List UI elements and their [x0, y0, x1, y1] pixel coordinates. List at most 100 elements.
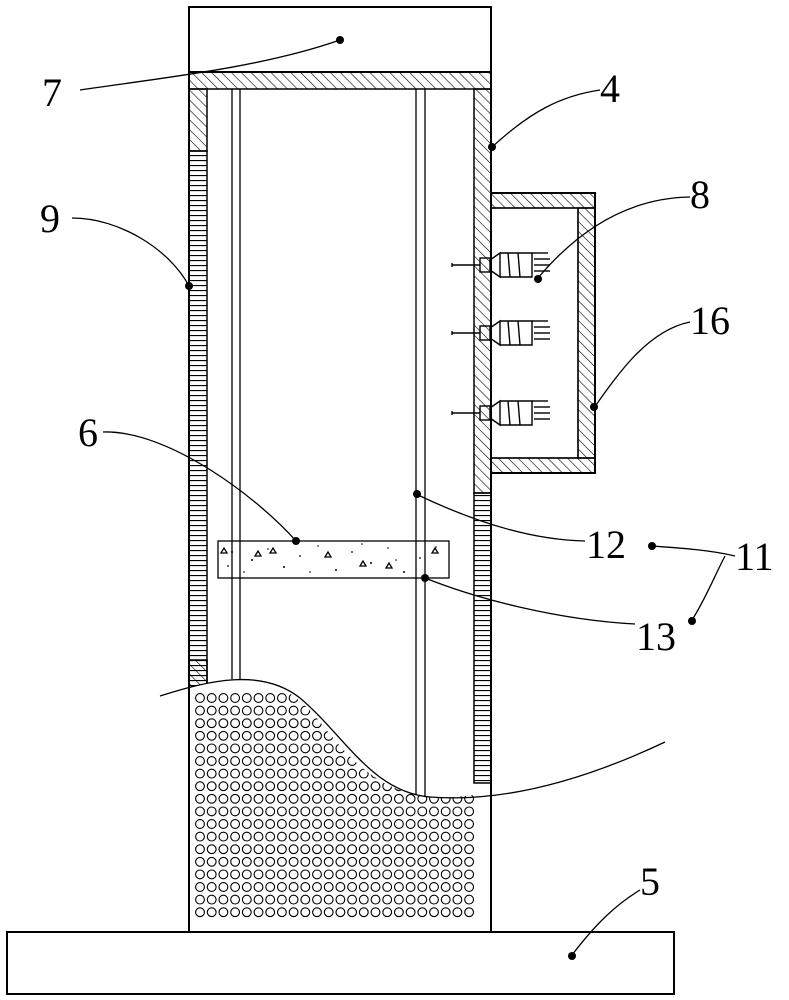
perforation-hole — [206, 819, 217, 829]
perforation-hole — [358, 730, 369, 741]
perforation-hole — [347, 907, 358, 918]
callout-8: 8 — [690, 172, 710, 217]
perforation-hole — [347, 819, 358, 829]
perforation-hole — [265, 756, 276, 766]
perforation-hole — [405, 756, 416, 766]
perforation-hole — [440, 756, 451, 766]
perforation-hole — [393, 856, 404, 867]
leader-lines — [71, 36, 736, 960]
perforation-hole — [312, 768, 322, 779]
perforation-hole — [253, 869, 264, 880]
perforation-hole — [253, 831, 264, 842]
perforation-hole — [195, 705, 205, 716]
perforation-hole — [440, 819, 451, 829]
perforation-hole — [335, 743, 346, 754]
perforation-hole — [323, 768, 334, 779]
perforation-hole — [276, 806, 287, 817]
perforation-hole — [288, 743, 299, 754]
perforation-hole — [440, 793, 451, 804]
perforation-hole — [276, 730, 287, 741]
perforation-hole — [405, 693, 416, 703]
perforation-hole — [358, 718, 369, 729]
perforation-hole — [405, 705, 416, 716]
perforation-hole — [288, 907, 299, 918]
perforation-hole — [440, 781, 451, 792]
perforation-hole — [382, 743, 393, 754]
perforation-hole — [347, 894, 358, 905]
perforation-hole — [218, 693, 229, 703]
perforation-hole — [312, 907, 322, 918]
perforation-hole — [206, 781, 217, 792]
perforation-hole — [218, 756, 229, 766]
perforation-hole — [195, 894, 205, 905]
perforation-hole — [288, 844, 299, 855]
perforation-hole — [253, 819, 264, 829]
perforation-hole — [393, 831, 404, 842]
perforation-hole — [452, 693, 463, 703]
perforation-hole — [300, 844, 311, 855]
perforation-hole — [382, 819, 393, 829]
perforation-hole — [300, 781, 311, 792]
perforation-hole — [405, 781, 416, 792]
perforation-hole — [312, 806, 322, 817]
perforation-hole — [440, 693, 451, 703]
perforation-hole — [206, 730, 217, 741]
perforation-hole — [288, 819, 299, 829]
perforation-hole — [370, 907, 381, 918]
perforation-hole — [358, 831, 369, 842]
perforation-hole — [323, 831, 334, 842]
perforation-hole — [452, 730, 463, 741]
perforation-hole — [370, 806, 381, 817]
perforation-hole — [464, 693, 475, 703]
perforation-hole — [218, 781, 229, 792]
perforation-hole — [253, 730, 264, 741]
perforation-hole — [195, 882, 205, 892]
perforation-hole — [323, 793, 334, 804]
perforation-hole — [382, 793, 393, 804]
perforation-hole — [417, 869, 428, 880]
perforation-hole — [429, 693, 439, 703]
perforation-hole — [393, 806, 404, 817]
perforation-hole — [206, 718, 217, 729]
perforation-hole — [265, 705, 276, 716]
perforation-hole — [393, 693, 404, 703]
perforation-hole — [323, 693, 334, 703]
perforation-hole — [405, 869, 416, 880]
callout-6: 6 — [78, 410, 98, 455]
connector-group — [451, 251, 550, 427]
perforation-hole — [288, 806, 299, 817]
perforation-hole — [265, 743, 276, 754]
perforation-hole — [405, 894, 416, 905]
perforation-hole — [393, 705, 404, 716]
perforation-hole — [206, 756, 217, 766]
perforation-hole — [195, 756, 205, 766]
perforation-hole — [300, 793, 311, 804]
perforation-hole — [440, 882, 451, 892]
perforation-hole — [335, 718, 346, 729]
perforation-hole — [300, 768, 311, 779]
perforation-hole — [417, 844, 428, 855]
perforation-hole — [405, 907, 416, 918]
perforation-hole — [429, 781, 439, 792]
perforation-hole — [230, 819, 241, 829]
perforation-hole — [323, 806, 334, 817]
perforation-hole — [464, 894, 475, 905]
perforation-hole — [230, 743, 241, 754]
perforation-hole — [288, 756, 299, 766]
perforation-hole — [382, 869, 393, 880]
perforation-hole — [276, 819, 287, 829]
perforation-hole — [300, 882, 311, 892]
perforation-hole — [452, 894, 463, 905]
perforation-hole — [382, 781, 393, 792]
perforation-hole — [452, 743, 463, 754]
perforation-hole — [382, 806, 393, 817]
perforation-hole — [335, 768, 346, 779]
perforation-hole — [405, 730, 416, 741]
perforation-hole — [393, 844, 404, 855]
perforation-hole — [405, 743, 416, 754]
perforation-hole — [429, 882, 439, 892]
perforation-hole — [300, 856, 311, 867]
perforation-hole — [241, 793, 252, 804]
perforation-hole — [358, 907, 369, 918]
